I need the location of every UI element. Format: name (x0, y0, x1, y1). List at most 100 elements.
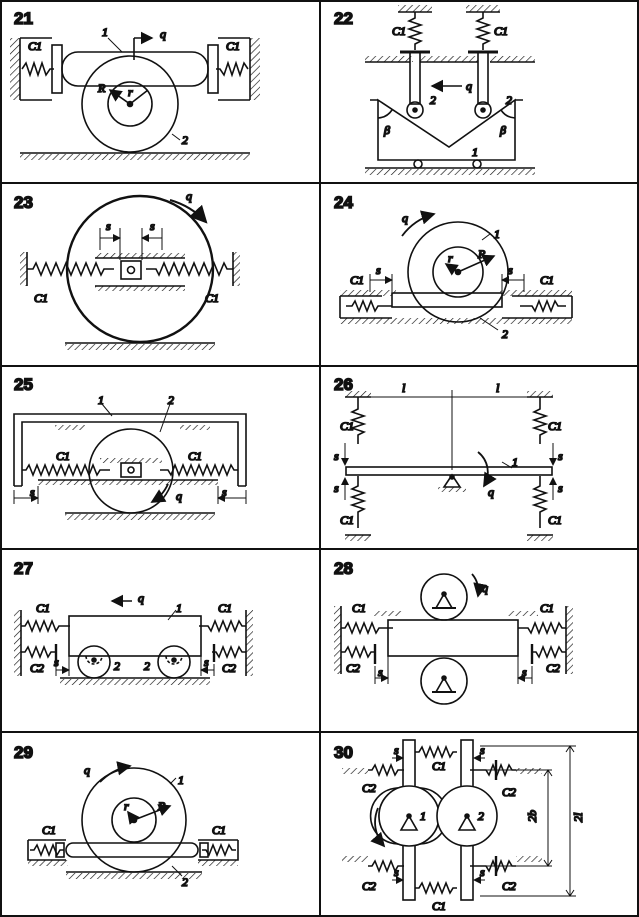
label-c1-left: C1 (28, 39, 42, 53)
label-c1-left: C1 (56, 449, 70, 463)
panel-22: 22 C1 C (333, 5, 535, 175)
panel-27: 27 q 1 C1 C1 C2 (13, 558, 253, 685)
label-dim-2b: 2b (525, 810, 539, 822)
label-c1-bottom-left: C1 (340, 513, 354, 527)
label-q: q (176, 489, 182, 503)
panel-number: 24 (334, 193, 353, 212)
label-s-top-right: s (558, 449, 563, 463)
label-c1-top: C1 (432, 759, 446, 773)
label-s-right: s (222, 485, 227, 499)
label-q: q (466, 79, 472, 93)
panel-26: 26 l l C1 C1 C1 (333, 374, 564, 541)
panel-23: 23 s s q C1 C1 (13, 188, 240, 350)
panel-number: 22 (334, 9, 353, 28)
label-q: q (160, 27, 166, 41)
label-roller-right: 2 (506, 93, 512, 107)
label-q: q (84, 763, 90, 777)
label-body-2: 2 (182, 875, 188, 889)
label-s-bottom-right: s (480, 865, 485, 879)
label-c1-top-right: C1 (548, 419, 562, 433)
label-c1-right: C1 (226, 39, 240, 53)
label-R: R (477, 247, 486, 261)
label-body-2: 2 (168, 393, 174, 407)
label-r: r (124, 799, 129, 813)
label-q: q (138, 591, 144, 605)
label-body-2: 2 (502, 327, 508, 341)
label-dim-2l: 2l (571, 812, 585, 822)
label-c1-right: C1 (188, 449, 202, 463)
label-c2-top-left: C2 (362, 781, 376, 795)
label-c1-bottom: C1 (432, 899, 446, 913)
panel-number: 28 (334, 559, 353, 578)
label-s-bottom-right: s (558, 481, 563, 495)
label-q: q (482, 581, 488, 595)
label-c2-left: C2 (346, 661, 360, 675)
label-s-top-left: s (394, 743, 399, 757)
label-body-1: 1 (98, 393, 104, 407)
label-c1-right: C1 (205, 291, 219, 305)
label-disk-1: 1 (420, 809, 426, 823)
label-r: r (128, 85, 133, 99)
label-c2-top-right: C2 (502, 785, 516, 799)
label-c1-left: C1 (42, 823, 56, 837)
label-r: r (448, 251, 453, 265)
panel-30: 30 (333, 739, 586, 914)
label-beta-right: β (499, 123, 506, 137)
label-s-left: s (106, 219, 111, 233)
panel-number: 25 (14, 375, 33, 394)
label-wheel-right: 2 (144, 659, 150, 673)
label-s-right: s (508, 263, 513, 277)
panel-28: 28 q C1 C1 C2 C2 s (333, 558, 573, 705)
label-c1-bottom-right: C1 (548, 513, 562, 527)
label-s-top-right: s (480, 743, 485, 757)
label-body-1: 1 (472, 145, 478, 159)
label-l-right: l (496, 381, 500, 395)
label-s-bottom-left: s (334, 481, 339, 495)
label-q: q (186, 189, 192, 203)
panel-number: 29 (14, 743, 33, 762)
label-c1-right: C1 (212, 823, 226, 837)
label-beta-left: β (383, 123, 390, 137)
panel-number: 30 (334, 743, 353, 762)
label-roller-left: 2 (430, 93, 436, 107)
label-wheel-left: 2 (114, 659, 120, 673)
label-c2-right: C2 (222, 661, 236, 675)
panel-number: 26 (334, 375, 353, 394)
label-s-right: s (522, 665, 527, 679)
label-s-bottom-left: s (394, 865, 399, 879)
label-c1-right: C1 (494, 24, 508, 38)
label-s-right: s (150, 219, 155, 233)
label-body-1: 1 (102, 25, 108, 39)
label-c2-bottom-right: C2 (502, 879, 516, 893)
label-c1-left: C1 (392, 24, 406, 38)
label-body-1: 1 (494, 227, 500, 241)
label-body-1: 1 (176, 601, 182, 615)
label-c1-right: C1 (218, 601, 232, 615)
panel-number: 23 (14, 193, 33, 212)
panel-25: 25 1 2 C1 C1 s s q (13, 374, 247, 520)
label-c2-left: C2 (30, 661, 44, 675)
panel-21: 21 C1 C1 1 q R r 2 (10, 8, 260, 160)
label-disk-2: 2 (478, 809, 484, 823)
label-s-top-left: s (334, 449, 339, 463)
label-c1-right: C1 (540, 273, 554, 287)
label-c1-left: C1 (36, 601, 50, 615)
panel-29: 29 q r R 1 2 C1 C1 (13, 742, 239, 890)
panel-number: 27 (14, 559, 33, 578)
panel-24: 24 q r R 1 2 C1 C1 s s (333, 192, 573, 342)
label-R: R (97, 81, 106, 95)
label-s-left: s (376, 263, 381, 277)
label-c1-left: C1 (34, 291, 48, 305)
label-c2-right: C2 (546, 661, 560, 675)
label-s-right: s (204, 655, 209, 669)
label-q: q (488, 485, 494, 499)
label-body-1: 1 (512, 455, 518, 469)
label-q: q (402, 211, 408, 225)
label-l-left: l (402, 381, 406, 395)
panel-number: 21 (14, 9, 33, 28)
label-s-left: s (54, 655, 59, 669)
label-c1-left: C1 (350, 273, 364, 287)
